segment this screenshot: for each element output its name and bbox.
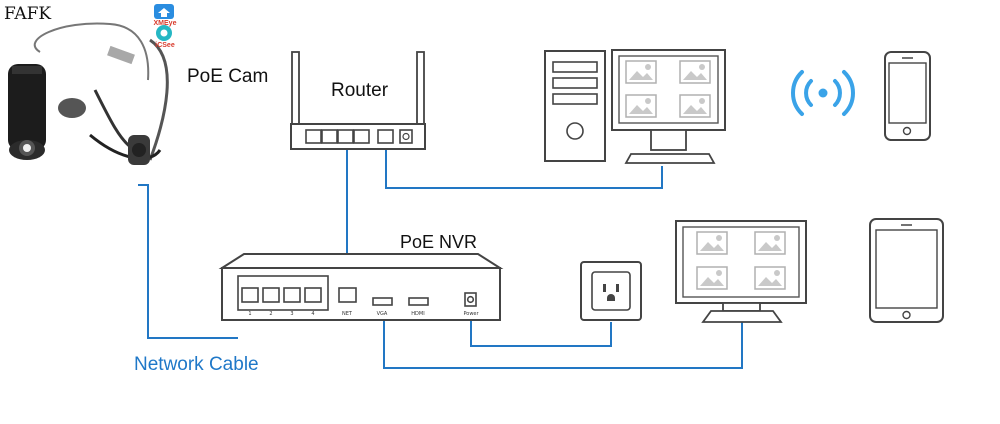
cable-vga-monitor — [383, 310, 743, 369]
nvr-port-label-2: 2 — [269, 311, 272, 317]
nvr-port-label-net: NET — [342, 311, 353, 317]
monitor-icon — [611, 49, 726, 164]
poe-cam-label: PoE Cam — [187, 66, 269, 87]
desktop-pc-icon — [544, 50, 606, 162]
nvr-port-label-1: 1 — [248, 311, 251, 317]
xmeye-label: XMEye — [153, 20, 177, 27]
cable-camera-nvr — [138, 184, 238, 339]
router-label: Router — [331, 80, 389, 101]
nvr-port-label-vga: VGA — [377, 311, 388, 317]
cable-router-pc — [385, 146, 663, 189]
brand-logo: FAFK — [4, 4, 52, 24]
poe-nvr-label: PoE NVR — [400, 232, 478, 252]
nvr-port-label-power: Power — [463, 311, 479, 317]
nvr-port-label-4: 4 — [311, 311, 314, 317]
phone-icon — [884, 51, 931, 141]
router-icon — [290, 51, 426, 150]
nvr-port-label-3: 3 — [290, 311, 293, 317]
wifi-icon — [791, 70, 855, 116]
icsee-app-icon — [156, 25, 172, 41]
cable-power-outlet — [470, 310, 612, 347]
tablet-icon — [869, 218, 944, 323]
icsee-label: iCSee — [155, 42, 175, 49]
network-cable-label: Network Cable — [134, 354, 259, 375]
power-outlet-icon — [580, 261, 642, 321]
camera-icon — [8, 22, 169, 165]
xmeye-app-icon — [154, 4, 174, 19]
monitor-icon — [675, 220, 807, 323]
nvr-port-label-hdmi: HDMI — [411, 311, 424, 317]
nvr-icon — [218, 253, 504, 321]
